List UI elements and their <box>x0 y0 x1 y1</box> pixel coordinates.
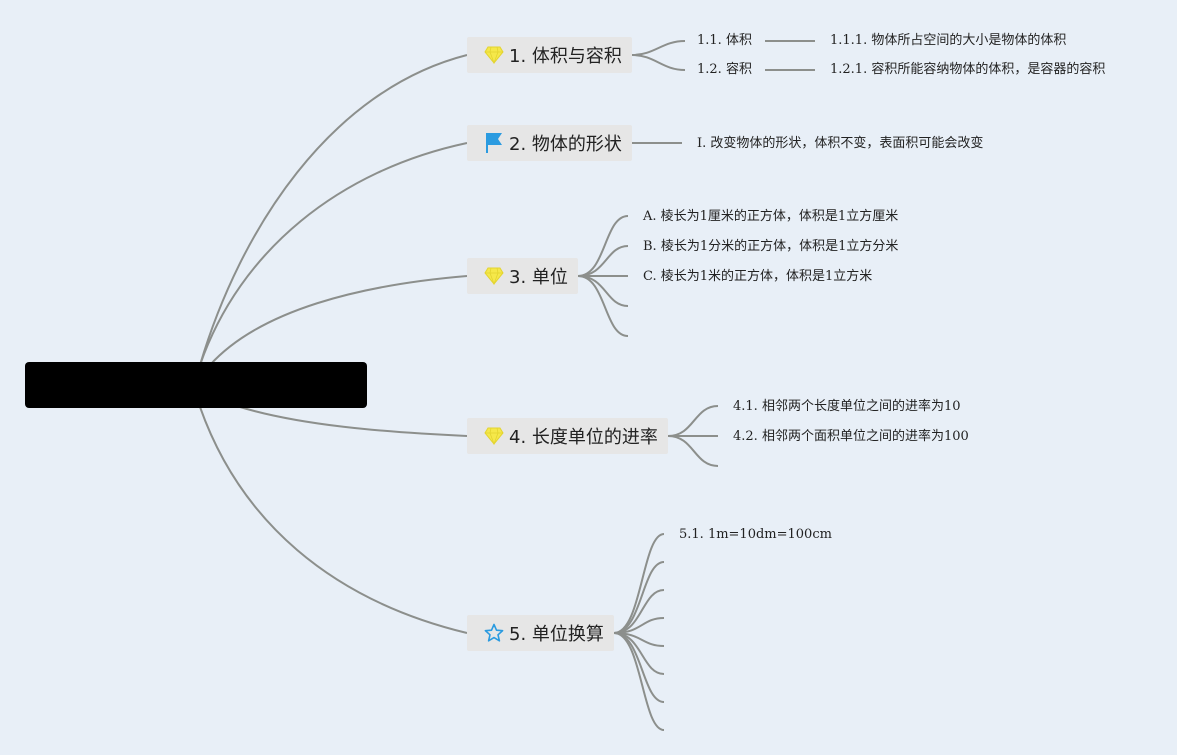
subtopic-volume[interactable]: 1.1. 体积 <box>697 33 752 48</box>
topic-volume-capacity[interactable]: 1. 体积与容积 <box>467 37 632 73</box>
flag-icon <box>483 132 505 154</box>
diamond-icon <box>483 44 505 66</box>
subtopic-length-rate[interactable]: 4.1. 相邻两个长度单位之间的进率为10 <box>733 399 961 414</box>
connector-topic5-child8 <box>613 632 665 731</box>
subtopic-meter-conversion[interactable]: 5.1. 1m=10dm=100cm <box>679 527 832 542</box>
connector-topic3-child5 <box>577 275 629 337</box>
connector-topic5-child2 <box>613 561 665 634</box>
diamond-icon <box>483 425 505 447</box>
connector-central-topic-4 <box>239 406 468 437</box>
connector-topic1-child2 <box>631 54 686 71</box>
subtopic-shape-change[interactable]: I. 改变物体的形状，体积不变，表面积可能会改变 <box>697 136 984 151</box>
connector-topic5-child1 <box>613 533 665 634</box>
topic-length-unit-rate[interactable]: 4. 长度单位的进率 <box>467 418 668 454</box>
connector-central-topic-2 <box>199 142 468 366</box>
subtopic-area-rate[interactable]: 4.2. 相邻两个面积单位之间的进率为100 <box>733 429 969 444</box>
connector-topic1-child1 <box>631 40 686 56</box>
connector-central-topic-3 <box>209 275 468 366</box>
topic-label: 2. 物体的形状 <box>509 134 622 155</box>
star-icon <box>483 622 505 644</box>
topic-label: 4. 长度单位的进率 <box>509 427 658 448</box>
connector-central-topic-1 <box>199 54 468 366</box>
connector-topic4-child1 <box>667 405 719 437</box>
connector-topic5-child7 <box>613 632 665 703</box>
subtopic-cubic-centimeter[interactable]: A. 棱长为1厘米的正方体，体积是1立方厘米 <box>643 209 899 224</box>
diamond-icon <box>483 265 505 287</box>
topic-label: 3. 单位 <box>509 267 568 288</box>
topic-label: 5. 单位换算 <box>509 624 604 645</box>
central-topic[interactable] <box>25 362 367 408</box>
connector-topic4-child3 <box>667 435 719 467</box>
subtopic-capacity[interactable]: 1.2. 容积 <box>697 62 752 77</box>
subtopic-volume-definition[interactable]: 1.1.1. 物体所占空间的大小是物体的体积 <box>830 33 1067 48</box>
connector-central-topic-5 <box>199 406 468 634</box>
subtopic-cubic-meter[interactable]: C. 棱长为1米的正方体，体积是1立方米 <box>643 269 873 284</box>
topic-units[interactable]: 3. 单位 <box>467 258 578 294</box>
topic-label: 1. 体积与容积 <box>509 46 622 67</box>
topic-unit-conversion[interactable]: 5. 单位换算 <box>467 615 614 651</box>
topic-object-shape[interactable]: 2. 物体的形状 <box>467 125 632 161</box>
subtopic-capacity-definition[interactable]: 1.2.1. 容积所能容纳物体的体积，是容器的容积 <box>830 62 1106 77</box>
subtopic-cubic-decimeter[interactable]: B. 棱长为1分米的正方体，体积是1立方分米 <box>643 239 899 254</box>
connector-topic3-child1 <box>577 215 629 277</box>
